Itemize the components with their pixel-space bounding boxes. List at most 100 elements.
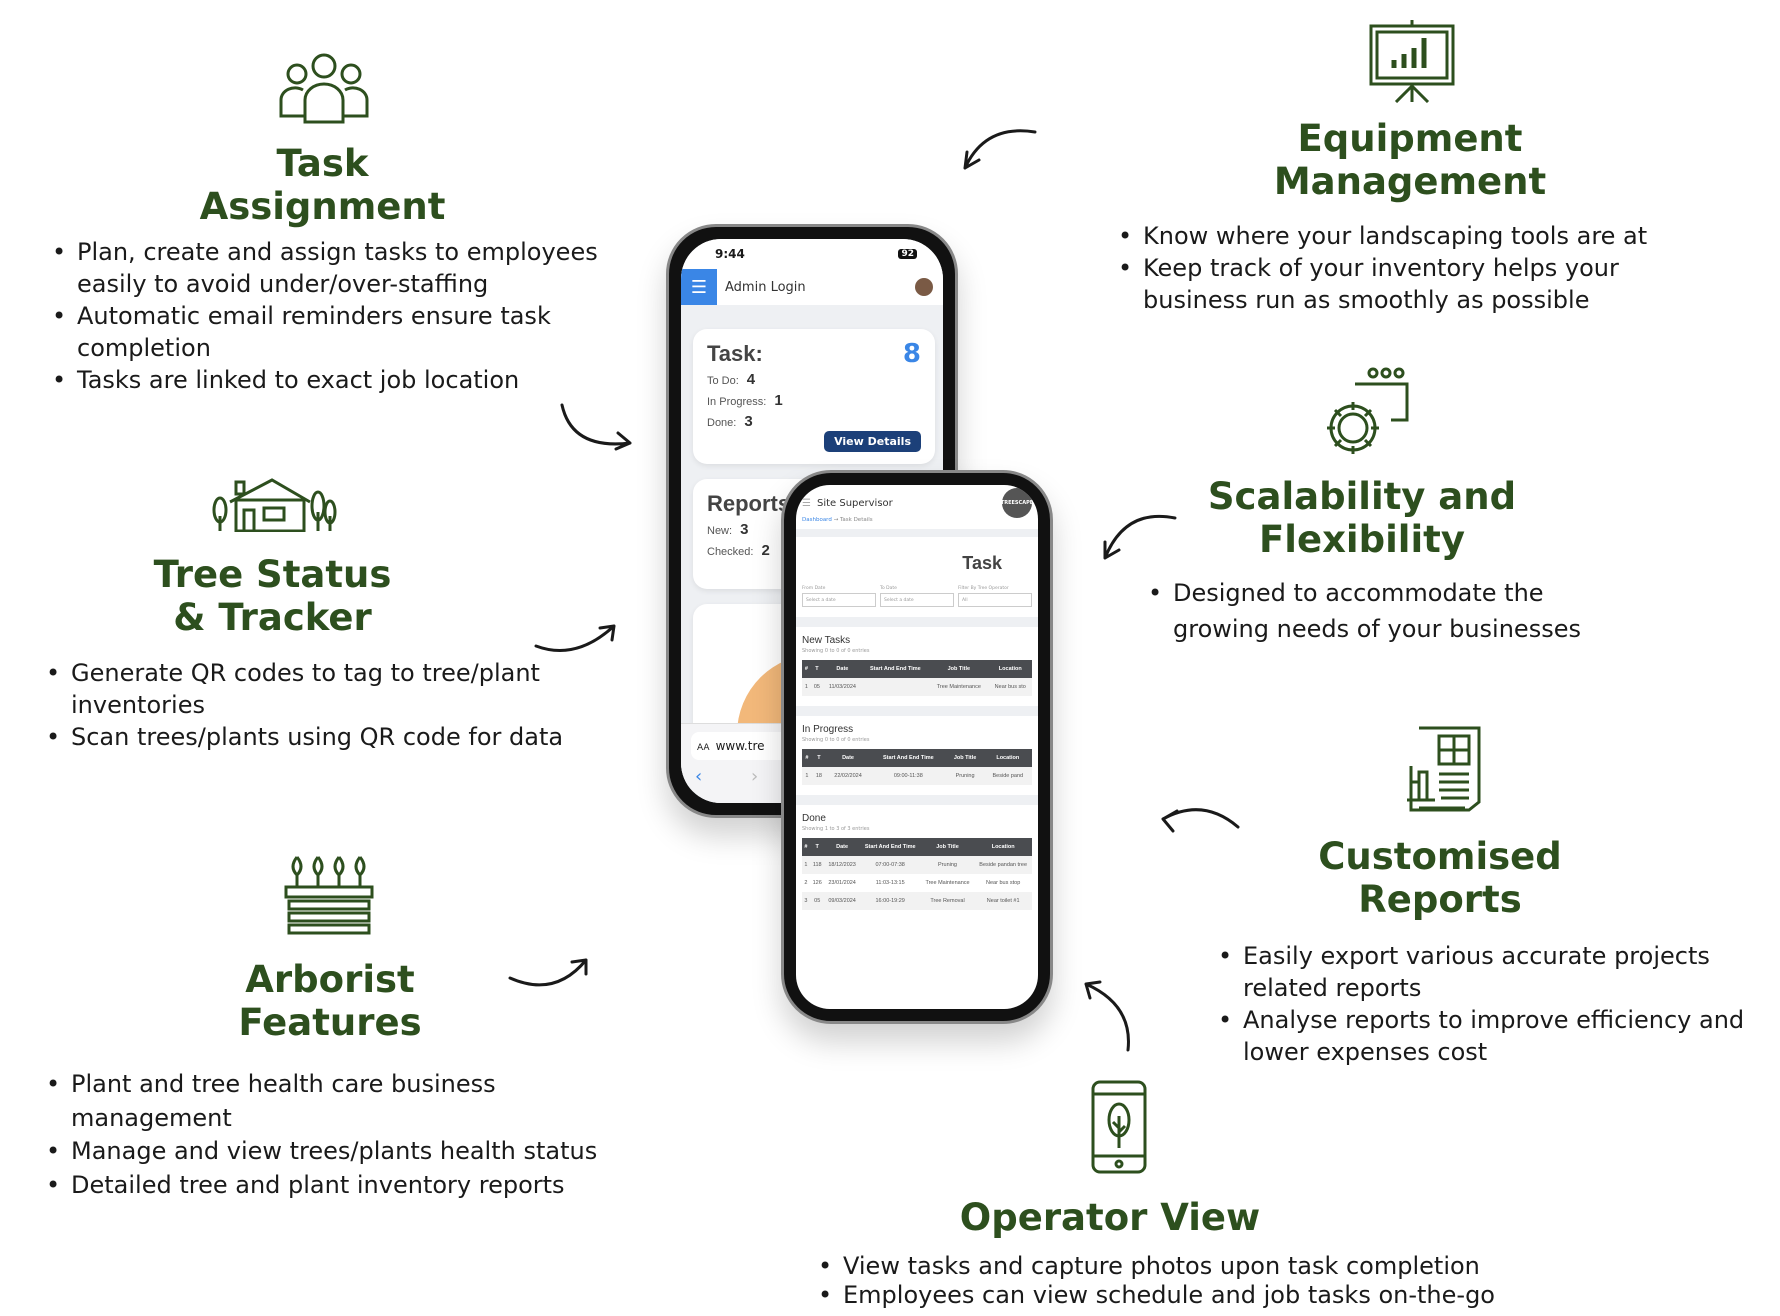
column-header[interactable]: #	[802, 838, 810, 856]
house-trees-icon	[212, 478, 337, 532]
from-date-input[interactable]: Select a date	[802, 593, 876, 607]
column-header[interactable]: Location	[983, 749, 1032, 767]
to-date-input[interactable]: Select a date	[880, 593, 954, 607]
bullet: Detailed tree and plant inventory report…	[46, 1169, 646, 1203]
table-cell: 23/01/2024	[824, 874, 860, 892]
column-header[interactable]: T	[811, 749, 826, 767]
table-cell: 09/03/2024	[824, 892, 860, 910]
bullet: Know where your landscaping tools are at	[1118, 220, 1678, 252]
section-title: Done	[802, 813, 826, 824]
title-line: Arborist	[245, 958, 415, 1001]
page-title: Task	[962, 553, 1002, 573]
bullet: Employees can view schedule and job task…	[818, 1281, 1638, 1310]
column-header[interactable]: #	[802, 749, 812, 767]
title-line: Customised	[1318, 835, 1562, 878]
title-line: Features	[238, 1001, 422, 1044]
title-line: Tree Status	[153, 553, 392, 596]
forward-icon[interactable]: ›	[751, 766, 759, 787]
header-title: Admin Login	[725, 279, 806, 295]
table-cell: 1	[802, 678, 811, 696]
bullet: Scan trees/plants using QR code for data	[46, 721, 566, 753]
section-title: New Tasks	[802, 635, 851, 646]
table-cell: Tree Removal	[920, 892, 975, 910]
bullet: Tasks are linked to exact job location	[52, 364, 612, 396]
column-header[interactable]: Job Title	[946, 749, 984, 767]
mobile-tree-icon	[1091, 1080, 1147, 1174]
arborist-bullets: Plant and tree health care business mana…	[46, 1068, 646, 1202]
column-header[interactable]: T	[809, 838, 825, 856]
bullet: Generate QR codes to tag to tree/plant i…	[46, 657, 566, 721]
column-header[interactable]: Date	[826, 749, 871, 767]
table-cell: 07:00-07:38	[859, 856, 921, 874]
column-header[interactable]: Location	[974, 838, 1032, 856]
hamburger-menu-icon[interactable]: ☰	[802, 497, 811, 509]
entries-count: Showing 0 to 0 of 0 entries	[802, 648, 870, 654]
section-title: In Progress	[802, 724, 854, 735]
bullet: Plan, create and assign tasks to employe…	[52, 236, 612, 300]
breadcrumb-current: Task Details	[839, 517, 873, 523]
bullet: Plant and tree health care business mana…	[46, 1068, 646, 1135]
gear-window-icon	[1327, 367, 1409, 454]
bullet: Analyse reports to improve efficiency an…	[1218, 1004, 1778, 1068]
table-cell: Beside pand	[983, 767, 1032, 785]
tree-status-bullets: Generate QR codes to tag to tree/plant i…	[46, 657, 566, 753]
entries-count: Showing 1 to 3 of 3 entries	[802, 826, 870, 832]
column-header[interactable]: Location	[988, 660, 1032, 678]
column-header[interactable]: Job Title	[920, 838, 975, 856]
table-cell: Near bus sto	[988, 678, 1032, 696]
table-cell: 1	[802, 856, 810, 874]
avatar[interactable]	[915, 278, 933, 296]
column-header[interactable]: #	[802, 660, 811, 678]
header-title: Site Supervisor	[816, 497, 893, 509]
view-details-button[interactable]: View Details	[824, 431, 921, 452]
column-header[interactable]: Date	[823, 660, 862, 678]
entries-count: Showing 0 to 0 of 0 entries	[802, 737, 870, 743]
table-cell: 18/12/2023	[824, 856, 860, 874]
table-cell: Pruning	[920, 856, 975, 874]
bullet: Easily export various accurate projects …	[1218, 940, 1778, 1004]
hamburger-menu-icon[interactable]: ☰	[681, 269, 717, 305]
table-cell: Near toilet #1	[974, 892, 1032, 910]
table-cell: Beside pandan tree	[974, 856, 1032, 874]
operator-filter-select[interactable]: All	[958, 593, 1032, 607]
breadcrumb-dashboard-link[interactable]: Dashboard	[802, 517, 832, 523]
table-cell: 1	[802, 767, 812, 785]
column-header[interactable]: Start And End Time	[861, 660, 930, 678]
back-icon[interactable]: ‹	[695, 766, 703, 787]
title-line: Scalability and	[1207, 475, 1517, 518]
checked-row: Checked:2	[707, 542, 770, 559]
column-header[interactable]: Start And End Time	[859, 838, 921, 856]
task-assignment-bullets: Plan, create and assign tasks to employe…	[52, 236, 612, 396]
task-total: 8	[902, 339, 921, 369]
column-header[interactable]: Date	[824, 838, 860, 856]
title-line: & Tracker	[173, 596, 372, 639]
column-header[interactable]: Job Title	[929, 660, 989, 678]
table-cell: Pruning	[946, 767, 984, 785]
table-cell: 2	[802, 874, 810, 892]
reports-bullets: Easily export various accurate projects …	[1218, 940, 1778, 1068]
clock: 9:44	[715, 247, 745, 261]
table-cell: Tree Maintenance	[920, 874, 975, 892]
column-header[interactable]: T	[810, 660, 824, 678]
title-line: Task	[276, 142, 369, 185]
done-row: Done:3	[707, 413, 753, 430]
title-line: Management	[1273, 160, 1547, 203]
todo-row: To Do:4	[707, 371, 756, 388]
column-header[interactable]: Start And End Time	[870, 749, 947, 767]
reports-card-title: Reports	[707, 491, 791, 516]
new-row: New:3	[707, 521, 749, 538]
table-cell: 18	[811, 767, 826, 785]
table-cell: 118	[809, 856, 825, 874]
